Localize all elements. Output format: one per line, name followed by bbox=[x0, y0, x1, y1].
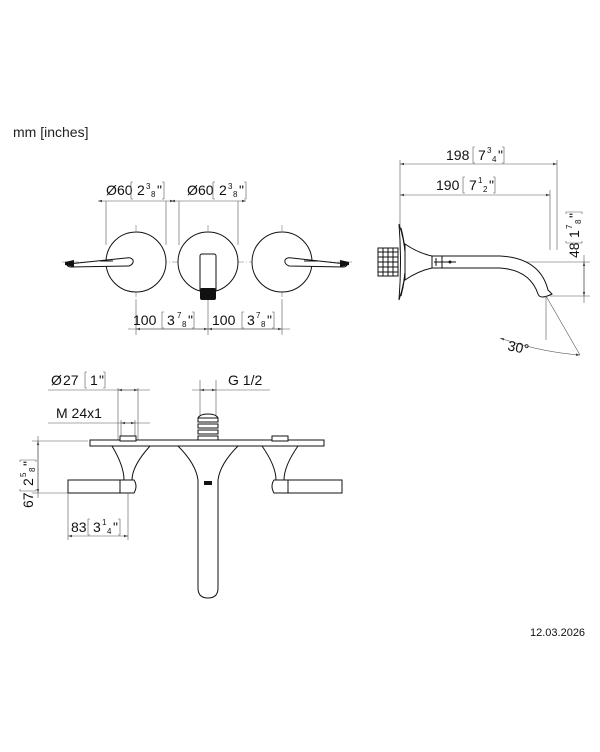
fraction-num: 1 bbox=[478, 176, 483, 185]
fraction-den: 8 bbox=[182, 320, 187, 329]
drawing-date: 12.03.2026 bbox=[530, 627, 586, 639]
fraction-den: 8 bbox=[28, 467, 37, 472]
top-view: Ø 27 1 " M 24x1 G 1/2 bbox=[19, 371, 343, 599]
inch-mark: " bbox=[498, 147, 503, 163]
span-right-inch: 3 bbox=[247, 312, 255, 328]
length-total-value: 198 bbox=[446, 147, 470, 163]
right-lever bbox=[284, 257, 348, 268]
spout-top bbox=[176, 413, 240, 599]
length-spout-inch: 7 bbox=[469, 177, 477, 193]
diameter-prefix: Ø bbox=[51, 372, 62, 388]
width-83-inch: 3 bbox=[93, 519, 101, 535]
inch-mark: " bbox=[20, 461, 36, 466]
fraction-num: 1 bbox=[102, 518, 107, 527]
diameter-prefix: Ø bbox=[106, 182, 117, 198]
span-right-value: 100 bbox=[212, 312, 236, 328]
diameter-prefix: Ø bbox=[187, 182, 198, 198]
thread-label: M 24x1 bbox=[56, 405, 102, 421]
height-value: 48 bbox=[566, 242, 582, 258]
inch-mark: " bbox=[239, 182, 244, 198]
angle-label: 30° bbox=[506, 337, 530, 357]
height-inch: 1 bbox=[566, 230, 582, 238]
diameter-inch: 2 bbox=[219, 182, 227, 198]
diameter-27-value: 27 bbox=[63, 372, 79, 388]
diameter-value: 60 bbox=[117, 182, 133, 198]
fraction-num: 7 bbox=[565, 224, 574, 229]
fraction-den: 2 bbox=[483, 185, 488, 194]
fraction-den: 4 bbox=[107, 527, 112, 536]
diameter-inch: 2 bbox=[137, 182, 145, 198]
span-left-value: 100 bbox=[133, 312, 157, 328]
units-label: mm [inches] bbox=[13, 124, 89, 140]
spout-side bbox=[377, 223, 553, 301]
thread-g-label: G 1/2 bbox=[228, 372, 262, 388]
fraction-den: 8 bbox=[261, 320, 266, 329]
diameter-value: 60 bbox=[198, 182, 214, 198]
fraction-num: 7 bbox=[177, 311, 182, 320]
length-total-inch: 7 bbox=[478, 147, 486, 163]
fraction-num: 5 bbox=[19, 472, 28, 477]
fraction-num: 3 bbox=[146, 182, 151, 191]
height-67-value: 67 bbox=[20, 492, 36, 508]
fraction-den: 8 bbox=[574, 219, 583, 224]
side-view: 198 7 3 4 " 190 7 1 2 " 48 1 7 8 " bbox=[377, 146, 590, 357]
fraction-den: 4 bbox=[492, 155, 497, 164]
fraction-den: 8 bbox=[151, 190, 156, 199]
span-left-inch: 3 bbox=[167, 312, 175, 328]
fraction-num: 7 bbox=[256, 311, 261, 320]
fraction-num: 3 bbox=[228, 182, 233, 191]
diameter-27-inch: 1 bbox=[90, 372, 98, 388]
length-spout-value: 190 bbox=[436, 177, 460, 193]
front-view: Ø 60 2 3 8 " Ø 60 2 3 8 " bbox=[62, 181, 352, 335]
inch-mark: " bbox=[188, 312, 193, 328]
left-lever bbox=[66, 257, 134, 268]
inch-mark: " bbox=[157, 182, 162, 198]
inch-mark: " bbox=[113, 519, 118, 535]
inch-mark: " bbox=[99, 372, 104, 388]
spout-front bbox=[199, 253, 217, 293]
fraction-den: 8 bbox=[233, 190, 238, 199]
width-83-value: 83 bbox=[71, 519, 87, 535]
inch-mark: " bbox=[267, 312, 272, 328]
inch-mark: " bbox=[566, 213, 582, 218]
left-handle-top bbox=[67, 479, 137, 494]
fraction-num: 3 bbox=[487, 146, 492, 155]
right-handle-top bbox=[271, 479, 343, 494]
inch-mark: " bbox=[489, 177, 494, 193]
height-67-inch: 2 bbox=[20, 478, 36, 486]
